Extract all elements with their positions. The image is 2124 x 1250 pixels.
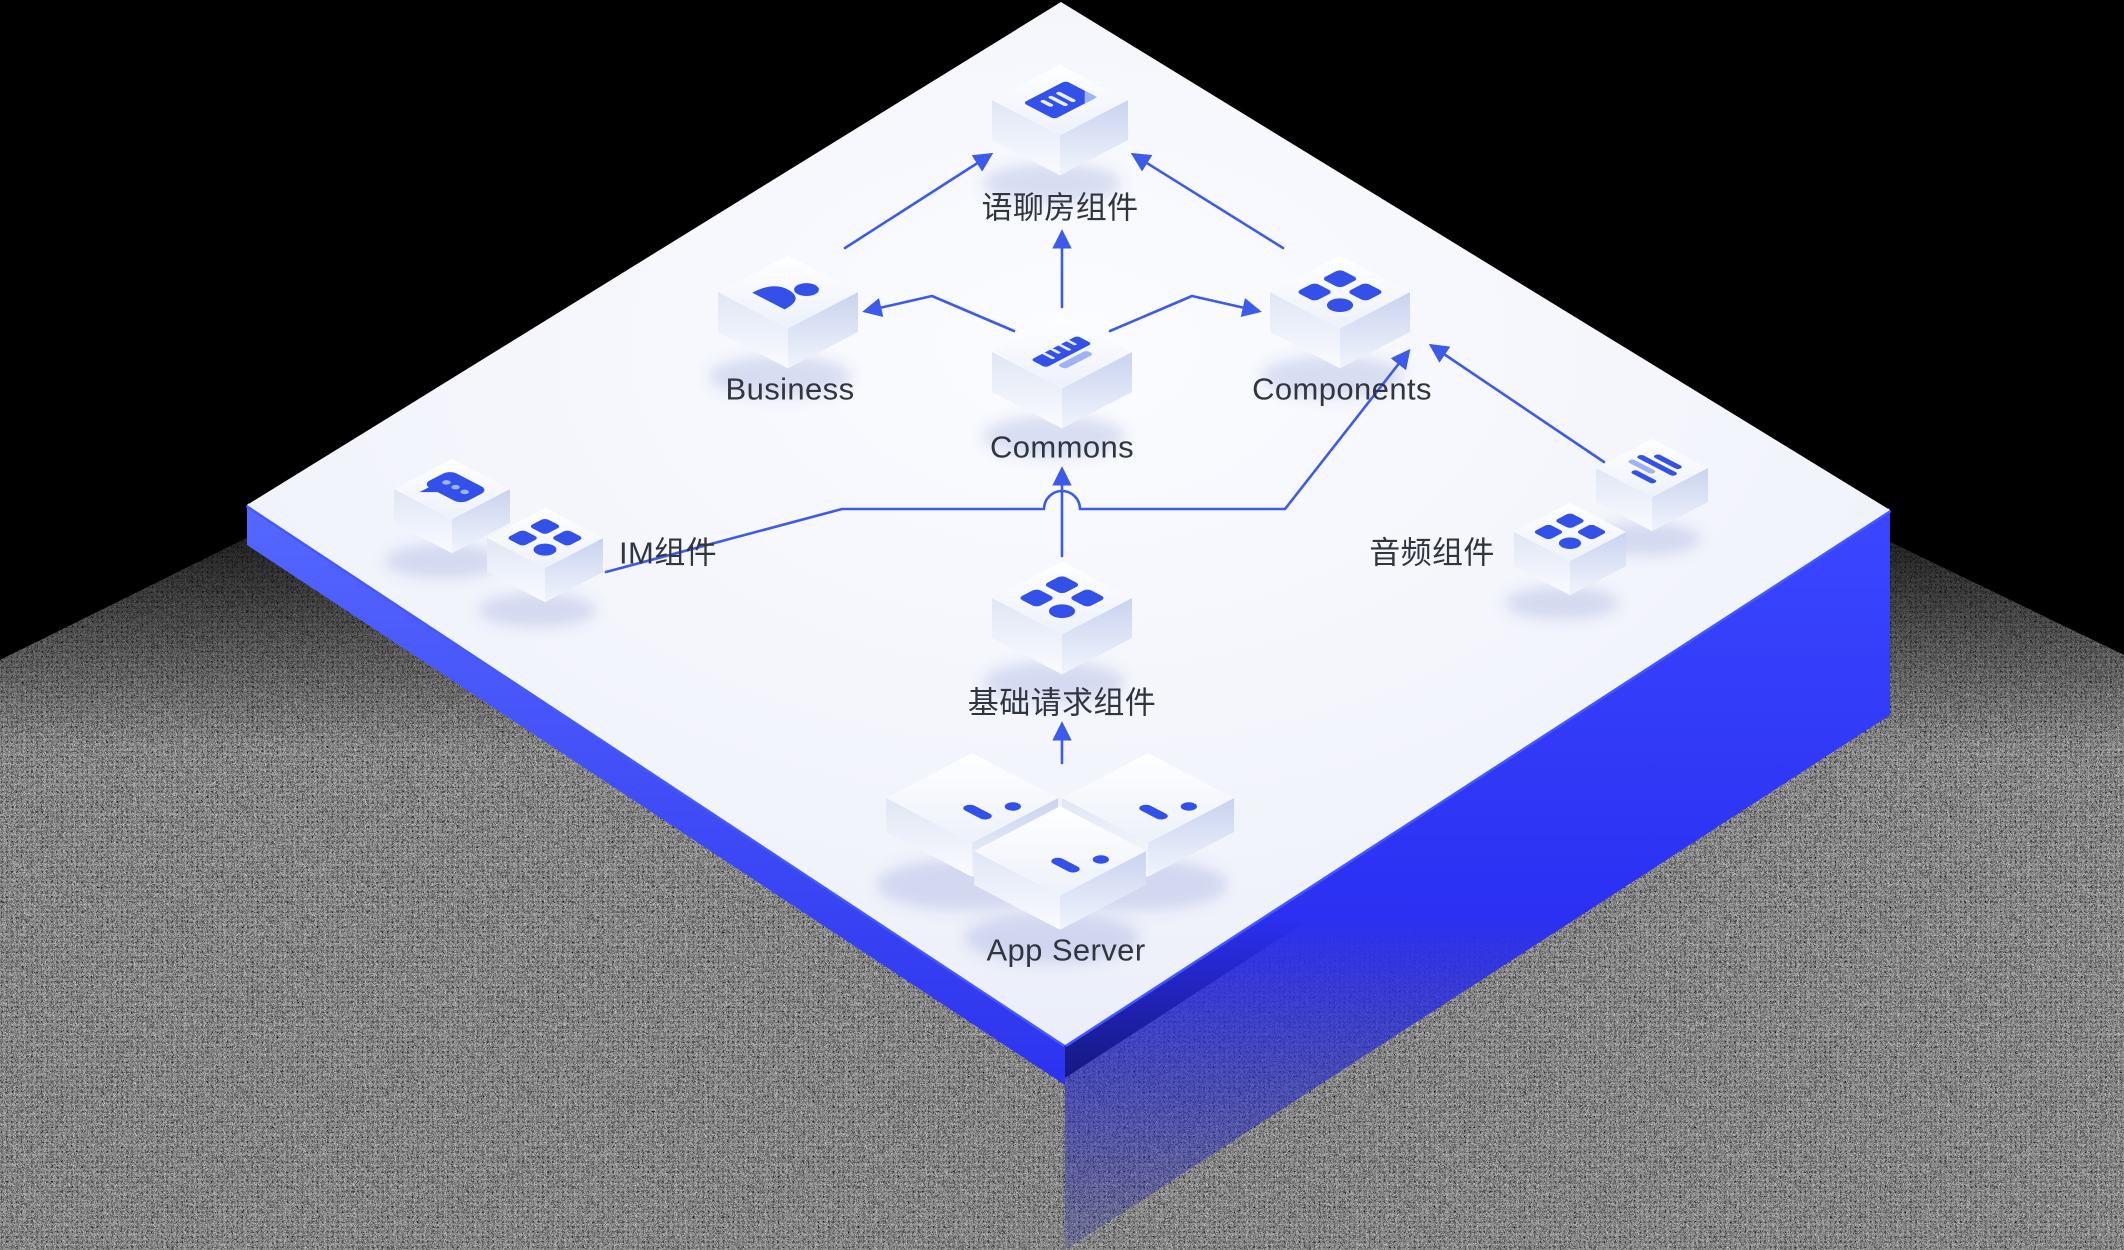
edges-layer [604,152,1606,765]
audio-grid-box [1504,502,1626,620]
components-grid-icon [1534,513,1606,549]
platform-top-surface [247,2,1890,1045]
edge-commons-to-components [1108,294,1262,333]
edge-commons-to-business [862,294,1016,333]
edge-components-to-voice-room [1130,152,1285,250]
ruler-icon [1032,336,1093,369]
person-icon [752,283,819,310]
business-box [708,255,858,398]
server-indicator-icon [1139,802,1197,820]
server-indicator-icon [1051,855,1109,873]
audio-waveform-icon [1628,454,1682,484]
commons-box [982,315,1132,458]
cubes-layer [384,64,1708,964]
edge-im-to-components [604,348,1411,574]
voice-room-box [982,64,1128,204]
components-grid-icon [1020,576,1104,619]
platform-left-side [247,505,1065,1085]
edge-audio-to-components [1428,343,1606,464]
im-grid-box [477,507,603,628]
document-icon [1024,81,1098,119]
components-grid-icon [1298,270,1382,313]
components-box [1260,255,1410,398]
platform-right-side [1065,510,1890,1250]
app-server-box-front [964,806,1146,964]
base-request-box [982,561,1132,704]
im-chat-box [384,458,510,579]
server-indicator-icon [963,802,1021,820]
components-grid-icon [508,519,582,556]
edge-business-to-voice-room [843,152,994,250]
chat-bubble-icon [419,472,485,503]
